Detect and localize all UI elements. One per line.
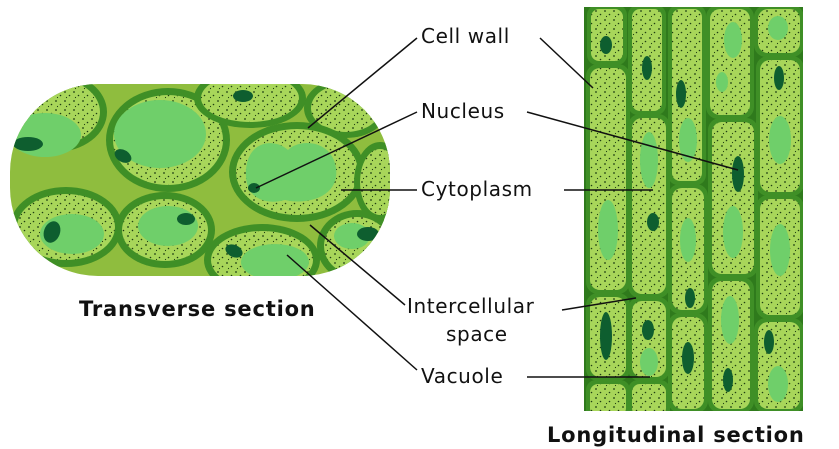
transverse-cell [354, 142, 390, 222]
leader-lines [255, 37, 739, 378]
nucleus [43, 221, 61, 243]
longitudinal-section-caption: Longitudinal section [547, 423, 805, 447]
vacuole-label: Vacuole [421, 364, 503, 388]
transverse-cell [115, 192, 215, 268]
nucleus-leader-left [255, 111, 418, 189]
intercellular-label-line1: Intercellular [407, 294, 535, 318]
longitudinal-section [584, 7, 803, 411]
intercellular-leader-right [561, 297, 637, 311]
transverse-cell [229, 122, 365, 222]
transverse-cell [106, 88, 230, 192]
nucleus [114, 149, 132, 163]
vacuole-leader-left [286, 254, 418, 371]
transverse-section-caption: Transverse section [79, 297, 316, 321]
cell-wall-label: Cell wall [421, 24, 510, 48]
longitudinal-cell [756, 195, 803, 319]
longitudinal-cell [706, 7, 754, 119]
longitudinal-cell [586, 380, 630, 411]
nucleus-leader-right [526, 111, 739, 171]
longitudinal-cell [668, 184, 708, 314]
longitudinal-cell [628, 380, 670, 411]
nucleus [357, 227, 379, 241]
cell-wall-leader-left [307, 37, 418, 129]
nucleus-label: Nucleus [421, 99, 505, 123]
nucleus [233, 90, 253, 102]
longitudinal-cell [586, 64, 630, 294]
longitudinal-cell [668, 7, 706, 185]
cell-wall-leader-right [539, 37, 594, 89]
longitudinal-cell [628, 7, 666, 115]
longitudinal-cell [628, 297, 670, 381]
longitudinal-cell [754, 7, 803, 57]
nucleus [177, 213, 195, 225]
longitudinal-cell [708, 277, 754, 411]
intercellular-label-line2: space [446, 322, 508, 346]
nucleus [13, 137, 43, 151]
transverse-cell [317, 210, 390, 276]
longitudinal-cell [708, 118, 758, 278]
transverse-cell [194, 84, 306, 128]
transverse-cell [204, 224, 320, 276]
longitudinal-cell [586, 293, 630, 381]
cytoplasm-label: Cytoplasm [421, 177, 533, 201]
transverse-section [10, 84, 390, 276]
nucleus [225, 244, 243, 258]
longitudinal-cell [587, 7, 627, 65]
longitudinal-cell [668, 313, 708, 411]
longitudinal-cell [756, 56, 803, 196]
longitudinal-cell [754, 318, 803, 411]
transverse-cell [10, 187, 122, 267]
nucleus [248, 183, 260, 193]
longitudinal-cell [628, 114, 670, 298]
intercellular-leader-left [309, 224, 406, 306]
